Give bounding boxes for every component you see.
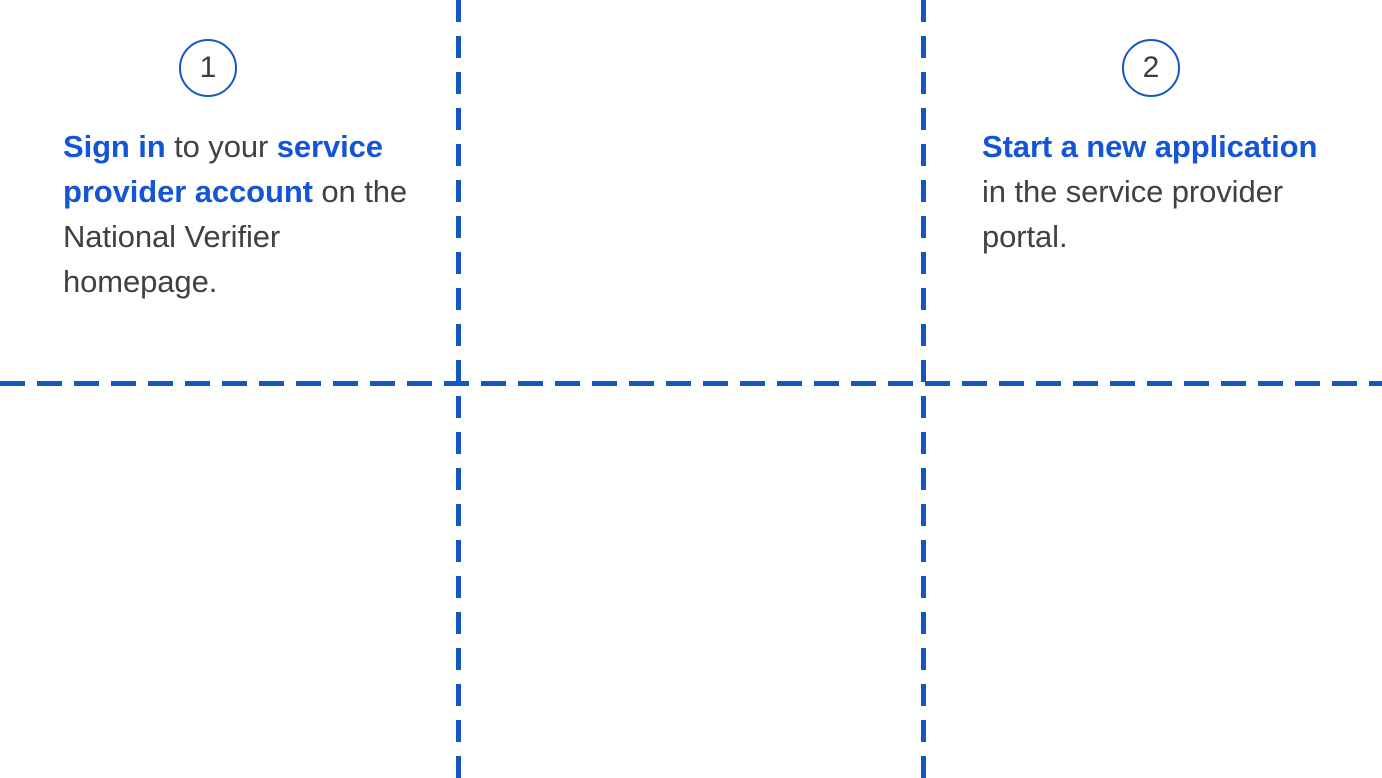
- step-cell-3: 3 Enter the subscriber’s information (na…: [926, 0, 1382, 381]
- step-2-segment-1: Start a new application: [982, 129, 1318, 164]
- step-1-segment-3: service provider account: [63, 129, 383, 209]
- step-2-segment-2: in the service provider portal.: [982, 174, 1283, 254]
- step-description-1: Sign in to your service provider account…: [63, 124, 408, 304]
- step-cell-2: 2 Start a new application in the service…: [461, 0, 1317, 381]
- vertical-dashed-divider-1: [456, 0, 461, 778]
- step-1-segment-2: to your: [165, 129, 277, 164]
- step-1-segment-4: on the National Verifier homepage.: [63, 174, 408, 299]
- step-number-badge-1: 1: [179, 39, 237, 97]
- vertical-dashed-divider-2: [921, 0, 926, 778]
- step-number-badge-2: 2: [1122, 39, 1180, 97]
- horizontal-dashed-divider: [0, 381, 1382, 386]
- step-description-2: Start a new application in the service p…: [982, 124, 1342, 259]
- step-cell-1: 1 Sign in to your service provider accou…: [0, 0, 456, 381]
- step-cell-4: 4 Select how the subscriber qualifies fo…: [0, 386, 456, 778]
- step-1-segment-1: Sign in: [63, 129, 166, 164]
